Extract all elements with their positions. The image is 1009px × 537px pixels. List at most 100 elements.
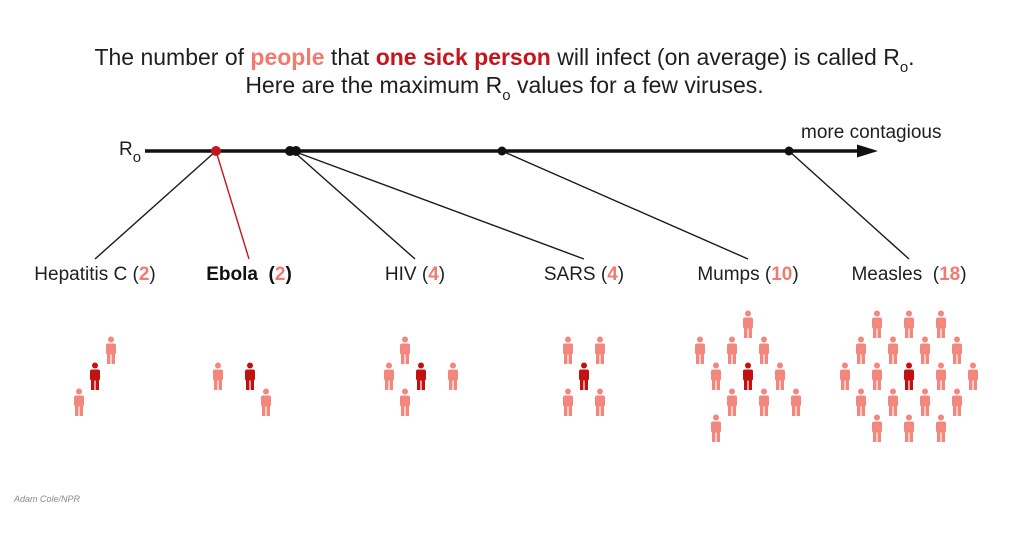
person-icon-sick-hiv [416, 362, 426, 390]
person-icon-sick-hepatitis-c [90, 362, 100, 390]
person-icon-infected-measles [856, 336, 866, 364]
paren: ) [285, 264, 292, 285]
virus-name: Hepatitis C [34, 264, 128, 285]
axis-direction-label: more contagious [801, 122, 942, 143]
people-crowds [74, 310, 978, 442]
person-icon-infected-measles [936, 362, 946, 390]
virus-name: Mumps [697, 264, 760, 285]
person-icon-sick-measles [904, 362, 914, 390]
person-icon-infected-sars [563, 336, 573, 364]
virus-name: HIV [384, 264, 417, 285]
person-icon-infected-measles [904, 414, 914, 442]
person-icon-infected-measles [888, 388, 898, 416]
virus-label-hiv: HIV (4) [385, 263, 445, 287]
person-icon-infected-hepatitis-c [106, 336, 116, 364]
axis-dot-r0-2 [211, 146, 221, 156]
person-icon-sick-ebola [245, 362, 255, 390]
title-text: Here are the maximum R [245, 72, 503, 98]
paren: ( [416, 264, 429, 285]
axis-label-r: R [119, 139, 133, 160]
paren: ( [257, 264, 275, 285]
person-icon-infected-hiv [400, 388, 410, 416]
title-text: values for a few viruses. [510, 72, 764, 98]
person-icon-infected-measles [888, 336, 898, 364]
axis-dots [211, 146, 794, 156]
paren: ) [438, 264, 446, 285]
person-icon-infected-measles [872, 362, 882, 390]
person-icon-infected-mumps [727, 388, 737, 416]
person-icon-infected-measles [920, 388, 930, 416]
paren: ) [792, 264, 799, 285]
axis-label-subscript: o [132, 149, 142, 166]
r0-value: 2 [274, 264, 286, 285]
title-subscript: o [502, 87, 511, 104]
credit: Adam Cole/NPR [14, 494, 81, 504]
person-icon-infected-hiv [384, 362, 394, 390]
connector-lines [94, 150, 910, 260]
person-icon-infected-sars [563, 388, 573, 416]
title-line-2: Here are the maximum Ro values for a few… [0, 71, 1009, 104]
paren: ( [127, 264, 139, 285]
person-icon-infected-measles [840, 362, 850, 390]
person-icon-infected-hepatitis-c [74, 388, 84, 416]
title-text: that [324, 44, 376, 70]
person-icon-infected-sars [595, 336, 605, 364]
person-icon-infected-mumps [791, 388, 801, 416]
connector-line-sars [292, 150, 585, 260]
r0-value: 2 [138, 264, 150, 285]
virus-name: Ebola [206, 264, 258, 285]
person-icon-infected-mumps [695, 336, 705, 364]
person-icon-infected-measles [904, 310, 914, 338]
title-line-1: The number of people that one sick perso… [0, 43, 1009, 76]
title-subscript: o [899, 59, 909, 76]
person-icon-infected-ebola [213, 362, 223, 390]
title-text: . [908, 44, 915, 70]
connector-line-measles [788, 150, 910, 260]
person-icon-sick-sars [579, 362, 589, 390]
person-icon-infected-measles [952, 388, 962, 416]
connector-line-hiv [292, 150, 416, 260]
axis-arrowhead [857, 144, 878, 158]
person-icon-infected-mumps [711, 414, 721, 442]
person-icon-infected-ebola [261, 388, 271, 416]
person-icon-infected-measles [856, 388, 866, 416]
person-icon-infected-mumps [759, 336, 769, 364]
virus-label-mumps: Mumps (10) [697, 263, 798, 287]
connector-line-mumps [501, 150, 749, 260]
person-icon-infected-measles [936, 414, 946, 442]
connector-line-ebola [215, 150, 250, 260]
paren: ) [960, 264, 967, 285]
title-highlight-sick-person: one sick person [375, 44, 551, 70]
r0-value: 18 [939, 264, 961, 285]
axis-label: Ro [119, 139, 141, 166]
axis-dot-r0-18 [784, 146, 794, 156]
person-icon-infected-mumps [743, 310, 753, 338]
person-icon-infected-mumps [775, 362, 785, 390]
person-icon-infected-measles [872, 414, 882, 442]
title-highlight-people: people [250, 44, 325, 70]
person-icon-infected-mumps [727, 336, 737, 364]
connector-line-hepatitis-c [94, 150, 217, 260]
virus-label-sars: SARS (4) [544, 263, 624, 287]
paren: ( [759, 264, 772, 285]
person-icon-infected-measles [968, 362, 978, 390]
paren: ( [595, 264, 608, 285]
person-icon-infected-hiv [448, 362, 458, 390]
paren: ) [149, 264, 156, 285]
virus-label-ebola: Ebola (2) [206, 263, 292, 287]
virus-name: Measles [851, 264, 923, 285]
r0-value: 4 [428, 264, 439, 285]
person-icon-infected-measles [936, 310, 946, 338]
axis-dot-r0-4 [291, 146, 301, 156]
r0-value: 10 [771, 264, 793, 285]
person-icon-infected-mumps [759, 388, 769, 416]
virus-label-hepatitis-c: Hepatitis C (2) [34, 263, 155, 287]
person-icon-infected-sars [595, 388, 605, 416]
person-icon-sick-mumps [743, 362, 753, 390]
person-icon-infected-mumps [711, 362, 721, 390]
person-icon-infected-hiv [400, 336, 410, 364]
axis-dot-r0-10 [497, 146, 507, 156]
paren: ) [617, 264, 625, 285]
